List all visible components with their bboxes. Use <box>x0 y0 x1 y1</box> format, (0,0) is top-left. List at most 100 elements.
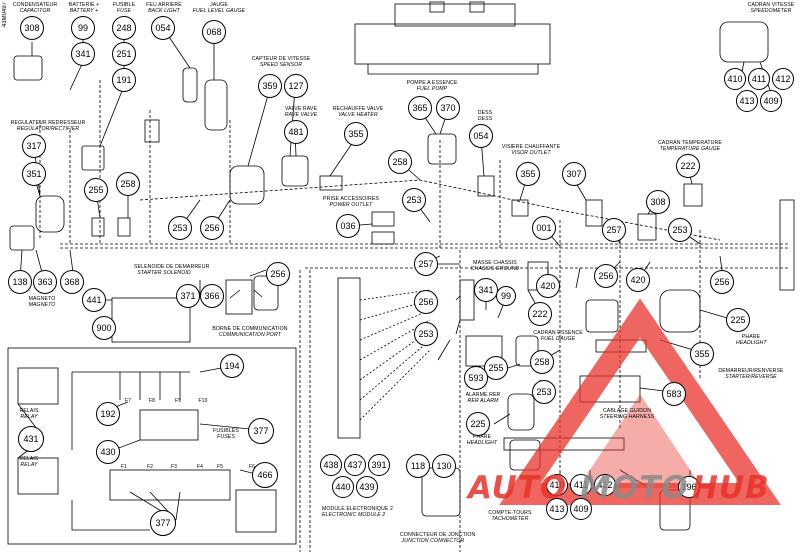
callout-bubble: 410 <box>724 68 746 90</box>
callout-bubble: 409 <box>760 90 782 112</box>
callout-bubble: 001 <box>532 216 556 240</box>
callout-bubble: 036 <box>336 214 360 238</box>
label-batterie: BATTERIE +BATTERY + <box>68 2 100 14</box>
callout-bubble: 355 <box>344 122 368 146</box>
callout-bubble: 253 <box>532 380 556 404</box>
fuse-label: F8 <box>148 398 156 404</box>
callout-bubble: 253 <box>414 322 438 346</box>
callout-bubble: 413 <box>736 90 758 112</box>
fuse-label: F10 <box>198 398 208 404</box>
callout-bubble: 355 <box>516 162 540 186</box>
callout-bubble: 481 <box>284 120 308 144</box>
callout-bubble: 377 <box>248 418 274 444</box>
watermark-part1: AUTO <box>468 470 568 506</box>
callout-bubble: 341 <box>474 278 498 302</box>
callout-bubble: 411 <box>570 474 592 496</box>
callout-bubble: 366 <box>200 284 224 308</box>
callout-bubble: 439 <box>356 476 378 498</box>
callout-bubble: 420 <box>536 274 560 298</box>
fuse-label: F1 <box>120 464 128 470</box>
callout-bubble: 194 <box>220 354 244 378</box>
callout-bubble: 368 <box>60 270 84 294</box>
callout-bubble: 138 <box>8 270 32 294</box>
callout-bubble: 308 <box>20 16 44 40</box>
callout-bubble: 256 <box>594 264 618 288</box>
callout-bubble: 430 <box>96 440 120 464</box>
callout-bubble: 225 <box>466 412 490 436</box>
callout-bubble: 192 <box>96 402 120 426</box>
callout-bubble: 258 <box>530 350 554 374</box>
callout-bubble: 365 <box>408 96 432 120</box>
callout-bubble: 411 <box>748 68 770 90</box>
callout-bubble: 196 <box>678 476 700 498</box>
callout-bubble: 255 <box>84 178 108 202</box>
callout-bubble: 317 <box>22 134 46 158</box>
callout-bubble: 355 <box>690 342 714 366</box>
fuse-label: F6 <box>248 464 256 470</box>
fuse-label: F4 <box>196 464 204 470</box>
callout-bubble: 440 <box>332 476 354 498</box>
callout-bubble: 377 <box>150 510 176 536</box>
callout-bubble: 351 <box>22 162 46 186</box>
callout-bubble: 371 <box>176 284 200 308</box>
callout-bubble: 438 <box>320 454 342 476</box>
callout-bubble: 308 <box>646 190 670 214</box>
callout-bubble: 363 <box>33 270 57 294</box>
callout-bubble: 256 <box>266 262 290 286</box>
callout-bubble: 256 <box>200 216 224 240</box>
callout-bubble: 258 <box>388 150 412 174</box>
callout-bubble: 255 <box>484 356 508 380</box>
watermark-part2: MOTO <box>580 470 689 506</box>
callout-bubble: 256 <box>414 290 438 314</box>
callout-bubble: 420 <box>626 268 650 292</box>
watermark-part3: HUB <box>692 470 770 506</box>
callout-bubble: 248 <box>112 16 136 40</box>
callout-bubble: 225 <box>726 308 750 332</box>
fuse-label: F9 <box>174 398 182 404</box>
callout-bubble: 054 <box>469 124 493 148</box>
callout-bubble: 251 <box>112 42 136 66</box>
callout-bubble: 359 <box>258 74 282 98</box>
callout-bubble: 222 <box>528 302 552 326</box>
callout-bubble: 253 <box>668 218 692 242</box>
fuse-label: F2 <box>146 464 154 470</box>
callout-bubble: 256 <box>710 270 734 294</box>
callout-bubble: 130 <box>432 454 456 478</box>
fuse-label: F7 <box>124 398 132 404</box>
callout-bubble: 593 <box>464 366 488 390</box>
callout-bubble: 412 <box>772 68 794 90</box>
callout-bubble: 413 <box>546 498 568 520</box>
callout-bubble: 370 <box>436 96 460 120</box>
callout-bubble: 410 <box>546 474 568 496</box>
callout-bubble: 253 <box>168 216 192 240</box>
callout-bubble: 900 <box>92 316 116 340</box>
fuse-label: F3 <box>170 464 178 470</box>
callout-bubble: 257 <box>602 218 626 242</box>
callout-bubble: 431 <box>18 426 44 452</box>
callout-bubble: 391 <box>368 454 390 476</box>
